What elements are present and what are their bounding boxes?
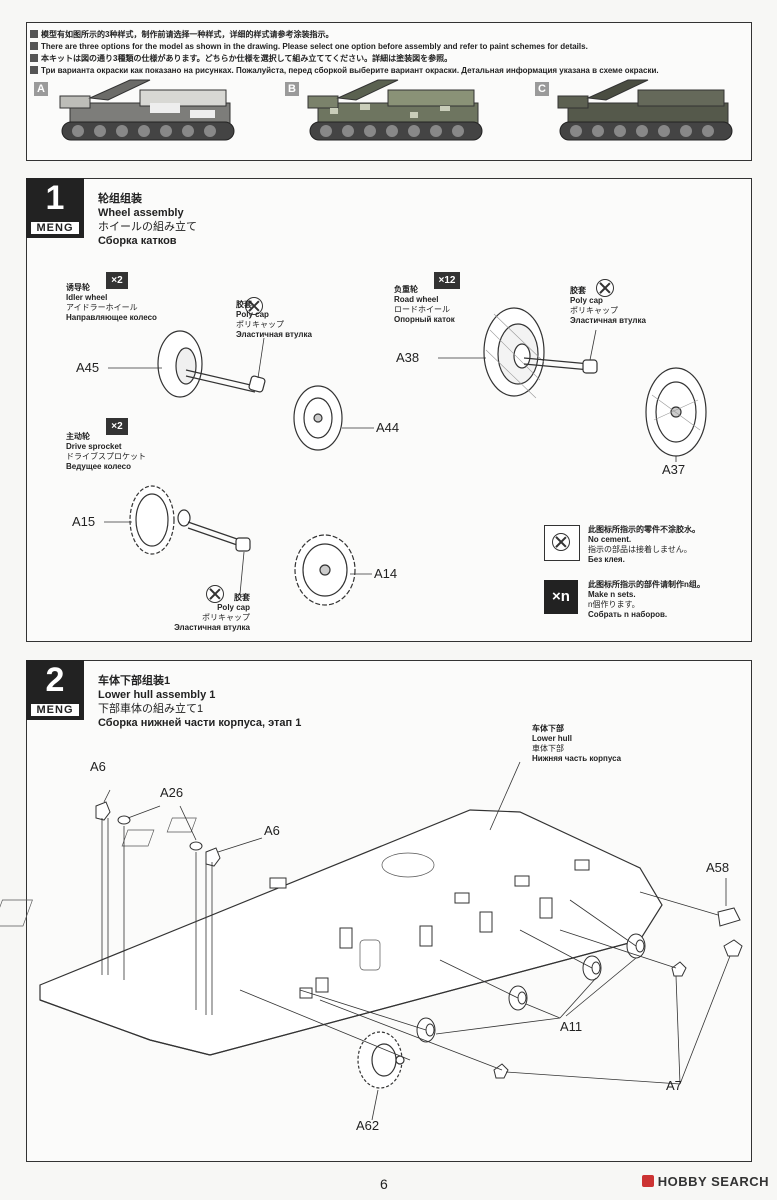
step1-title-en: Wheel assembly (98, 207, 184, 219)
no-cement-icon (206, 585, 224, 603)
part-a26: A26 (160, 785, 184, 800)
part-a15: A15 (72, 514, 96, 529)
step2-badge: 2 MENG (26, 660, 84, 720)
sprocket-qty-badge: ×2 (106, 418, 128, 435)
idler-qty-badge: ×2 (106, 272, 128, 289)
small-parts (95, 801, 743, 1079)
legend-make-n-icon: ×n (544, 580, 578, 614)
intro-cn: 模型有如图所示的3种样式，制作前请选择一种样式，详细的样式请参考涂装指示。 (30, 29, 333, 40)
part-a14: A14 (374, 566, 398, 581)
final-drive-a62 (357, 1031, 405, 1089)
intro-ru: Три варианта окраски как показано на рис… (30, 65, 659, 76)
part-a7: A7 (666, 1078, 682, 1093)
option-b-label: B (285, 82, 299, 96)
step1-badge: 1 MENG (26, 178, 84, 238)
part-a6-left: A6 (90, 759, 106, 774)
page-number: 6 (380, 1176, 388, 1192)
step1-brand: MENG (31, 222, 79, 234)
part-a38: A38 (396, 350, 420, 365)
part-a58: A58 (706, 860, 730, 875)
step1-title-ru: Сборка катков (98, 235, 177, 247)
part-a62: A62 (356, 1118, 380, 1133)
legend-make-n-text: 此图标所指示的部件请制作n组。Make n sets.n個作ります。Собрат… (588, 580, 705, 619)
option-c-label: C (535, 82, 549, 96)
japanese-flag-icon (30, 54, 38, 62)
legend-no-cement-text: 此图标所指示的零件不涂胶水。No cement.指示の部品は接着しません。Без… (588, 525, 700, 564)
russian-flag-icon (30, 66, 38, 74)
suspension-brackets (269, 859, 590, 999)
vehicle-c-image (557, 79, 733, 141)
hobby-search-logo-icon (641, 1175, 654, 1187)
vehicle-a-image (59, 79, 235, 141)
road-wheel-qty-badge: ×12 (434, 272, 460, 289)
step1-title-jp: ホイールの組み立て (98, 221, 197, 233)
step2-number: 2 (45, 661, 65, 699)
road-wheel-a38 (483, 307, 707, 457)
assembly-arrows (101, 761, 731, 1121)
step1-number: 1 (45, 179, 65, 217)
legend-no-cement-icon (544, 525, 580, 561)
chinese-flag-icon (30, 30, 38, 38)
step1-box (26, 178, 752, 642)
part-a37: A37 (662, 462, 686, 477)
vehicle-b-image (307, 79, 483, 141)
intro-en: There are three options for the model as… (30, 41, 588, 52)
part-a44: A44 (376, 420, 400, 435)
watermark: HOBBY SEARCH (641, 1174, 769, 1189)
no-cement-icon (245, 297, 263, 315)
step1-title-cn: 轮组组装 (98, 193, 142, 205)
part-a45: A45 (76, 360, 100, 375)
option-a-label: A (34, 82, 48, 96)
intro-jp: 本キットは図の通り3種類の仕様があります。どちらか仕様を選択して組み立ててくださ… (30, 53, 452, 64)
english-flag-icon (30, 42, 38, 50)
idler-wheel-a45 (157, 330, 343, 451)
step2-title-ru: Сборка нижней части корпуса, этап 1 (98, 717, 302, 729)
no-cement-icon (596, 279, 614, 297)
part-a11: A11 (560, 1019, 583, 1034)
step2-title-en: Lower hull assembly 1 (98, 689, 216, 701)
drive-sprocket-a15 (129, 485, 356, 606)
step2-title-cn: 车体下部组装1 (98, 675, 171, 687)
step2-title-jp: 下部車体の組み立て1 (98, 703, 204, 715)
step2-brand: MENG (31, 704, 79, 716)
part-a6-right: A6 (264, 823, 280, 838)
hull-details (0, 817, 435, 971)
